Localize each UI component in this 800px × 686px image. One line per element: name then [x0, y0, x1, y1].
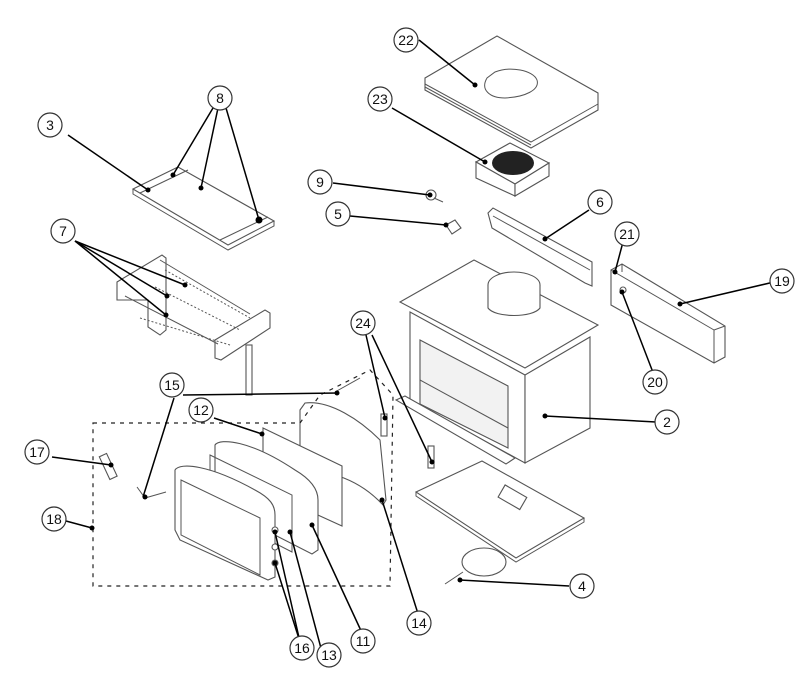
part-heat-shield-box [610, 263, 726, 364]
svg-text:23: 23 [372, 91, 388, 107]
svg-text:20: 20 [647, 374, 663, 390]
part-clip [445, 219, 462, 235]
callout-7[interactable]: 8 [207, 85, 233, 111]
svg-text:13: 13 [321, 647, 337, 663]
callout-18[interactable]: 18 [41, 506, 67, 532]
leader-lines [51, 39, 775, 653]
callout-15[interactable]: 15 [159, 372, 185, 398]
callout-4[interactable]: 4 [569, 573, 595, 599]
callout-12[interactable]: 12 [188, 397, 214, 423]
callout-21[interactable]: 21 [614, 221, 640, 247]
part-deflector [487, 207, 593, 287]
part-floor-plate [414, 460, 586, 585]
svg-text:7: 7 [59, 223, 67, 239]
callout-19[interactable]: 19 [769, 268, 795, 294]
callout-14[interactable]: 14 [406, 610, 432, 636]
svg-text:15: 15 [164, 377, 180, 393]
callout-20[interactable]: 20 [642, 369, 668, 395]
svg-text:24: 24 [355, 315, 371, 331]
callout-24[interactable]: 24 [350, 310, 376, 336]
callout-16[interactable]: 16 [289, 635, 315, 661]
callout-2[interactable]: 2 [654, 409, 680, 435]
svg-text:12: 12 [193, 402, 209, 418]
callout-9[interactable]: 9 [307, 169, 333, 195]
callout-6[interactable]: 6 [587, 189, 613, 215]
callout-17[interactable]: 17 [24, 439, 50, 465]
svg-text:6: 6 [596, 194, 604, 210]
part-grate-frame [116, 254, 271, 396]
svg-text:8: 8 [216, 90, 224, 106]
part-latches [380, 413, 435, 469]
svg-text:2: 2 [663, 414, 671, 430]
callout-22[interactable]: 22 [393, 27, 419, 53]
svg-text:18: 18 [46, 511, 62, 527]
callout-5[interactable]: 5 [325, 201, 351, 227]
svg-text:11: 11 [356, 633, 371, 649]
svg-text:4: 4 [578, 578, 586, 594]
callout-23[interactable]: 23 [367, 86, 393, 112]
callout-11[interactable]: 11 [350, 628, 376, 654]
svg-text:19: 19 [774, 273, 790, 289]
svg-text:16: 16 [294, 640, 310, 656]
svg-text:21: 21 [619, 226, 635, 242]
part-door [174, 441, 319, 581]
callout-13[interactable]: 13 [316, 642, 342, 668]
callout-8[interactable]: 7 [50, 218, 76, 244]
svg-text:3: 3 [46, 117, 54, 133]
part-top-cover [424, 35, 599, 149]
part-stove-body [394, 259, 600, 465]
svg-text:14: 14 [411, 615, 427, 631]
svg-text:22: 22 [398, 32, 414, 48]
svg-text:5: 5 [334, 206, 342, 222]
callout-3[interactable]: 3 [37, 112, 63, 138]
svg-text:9: 9 [316, 174, 324, 190]
part-blower [474, 142, 551, 197]
svg-text:17: 17 [29, 444, 45, 460]
